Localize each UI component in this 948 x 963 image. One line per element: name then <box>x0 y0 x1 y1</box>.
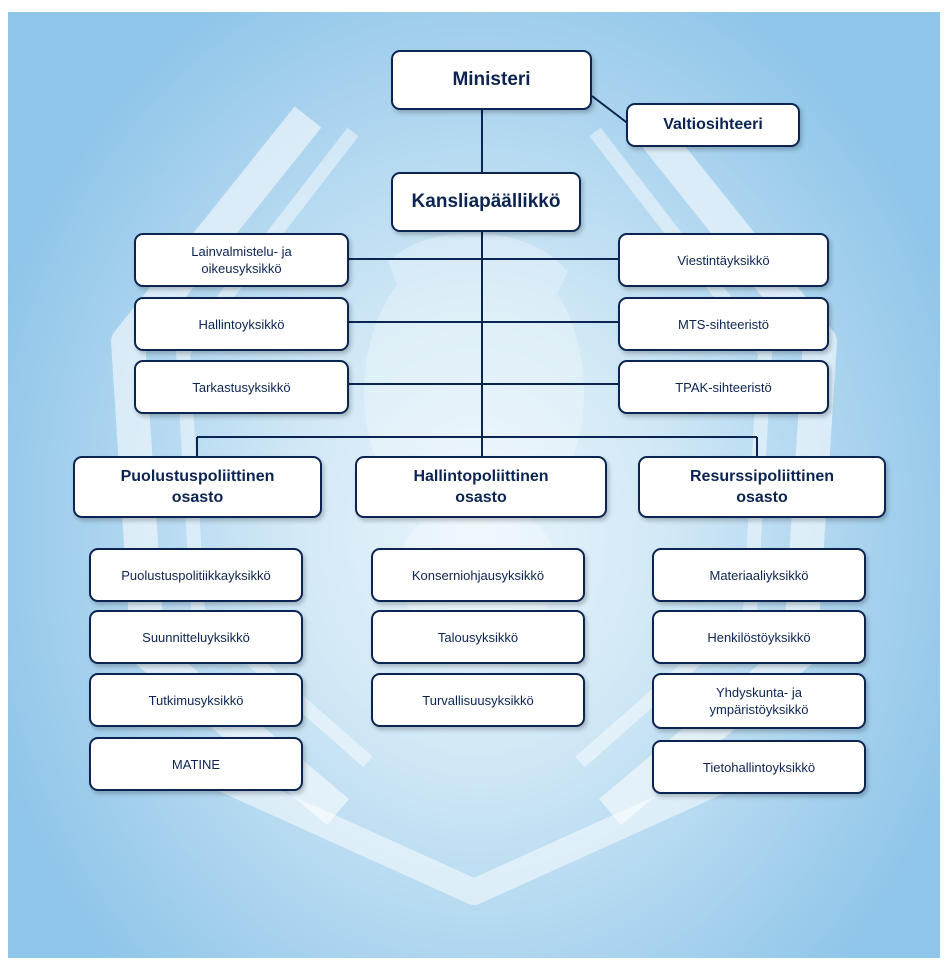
department-unit: Talousyksikkö <box>371 610 585 664</box>
department-unit: Tutkimusyksikkö <box>89 673 303 727</box>
department-box-2: Hallintopoliittinen osasto <box>355 456 607 518</box>
department-unit: Turvallisuusyksikkö <box>371 673 585 727</box>
unit-label: Materiaaliyksikkö <box>709 567 809 583</box>
staff-unit-right-3: TPAK-sihteeristö <box>618 360 829 414</box>
permanent-secretary-box: Kansliapäällikkö <box>391 172 581 232</box>
staff-unit-left-1: Lainvalmistelu- ja oikeusyksikkö <box>134 233 349 287</box>
unit-label: Yhdyskunta- ja ympäristöyksikkö <box>709 685 809 717</box>
state-secretary-label: Valtiosihteeri <box>663 116 763 133</box>
staff-unit-right-2: MTS-sihteeristö <box>618 297 829 351</box>
minister-label: Ministeri <box>452 69 531 90</box>
unit-label: Konserniohjausyksikkö <box>411 567 545 583</box>
department-unit: Tietohallintoyksikkö <box>652 740 866 794</box>
unit-label: Tietohallintoyksikkö <box>702 759 816 775</box>
department-name: Hallintopoliittinen osasto <box>413 468 549 506</box>
state-secretary-box: Valtiosihteeri <box>626 103 800 147</box>
department-unit: Henkilöstöyksikkö <box>652 610 866 664</box>
department-box-1: Puolustuspoliittinen osasto <box>73 456 322 518</box>
staff-unit-left-3: Tarkastusyksikkö <box>134 360 349 414</box>
staff-unit-right-1: Viestintäyksikkö <box>618 233 829 287</box>
staff-unit-label: Lainvalmistelu- ja oikeusyksikkö <box>191 244 292 276</box>
staff-unit-label: MTS-sihteeristö <box>677 316 770 332</box>
unit-label: Suunnitteluyksikkö <box>142 629 250 645</box>
unit-label: Tutkimusyksikkö <box>148 692 244 708</box>
staff-unit-label: Hallintoyksikkö <box>198 316 285 332</box>
unit-label: MATINE <box>171 756 221 772</box>
department-name: Puolustuspoliittinen osasto <box>120 468 275 506</box>
permanent-secretary-label: Kansliapäällikkö <box>411 191 561 212</box>
unit-label: Talousyksikkö <box>437 629 519 645</box>
staff-unit-label: TPAK-sihteeristö <box>675 379 772 395</box>
staff-unit-label: Tarkastusyksikkö <box>192 379 291 395</box>
department-box-3: Resurssipoliittinen osasto <box>638 456 886 518</box>
department-unit: Materiaaliyksikkö <box>652 548 866 602</box>
staff-unit-left-2: Hallintoyksikkö <box>134 297 349 351</box>
department-unit: Yhdyskunta- ja ympäristöyksikkö <box>652 673 866 729</box>
department-unit: Konserniohjausyksikkö <box>371 548 585 602</box>
minister-box: Ministeri <box>391 50 592 110</box>
unit-label: Puolustuspolitiikkayksikkö <box>121 567 271 583</box>
department-unit: Puolustuspolitiikkayksikkö <box>89 548 303 602</box>
department-unit: MATINE <box>89 737 303 791</box>
staff-unit-label: Viestintäyksikkö <box>677 252 770 268</box>
unit-label: Henkilöstöyksikkö <box>707 629 811 645</box>
department-name: Resurssipoliittinen osasto <box>689 468 835 506</box>
department-unit: Suunnitteluyksikkö <box>89 610 303 664</box>
unit-label: Turvallisuusyksikkö <box>422 692 534 708</box>
